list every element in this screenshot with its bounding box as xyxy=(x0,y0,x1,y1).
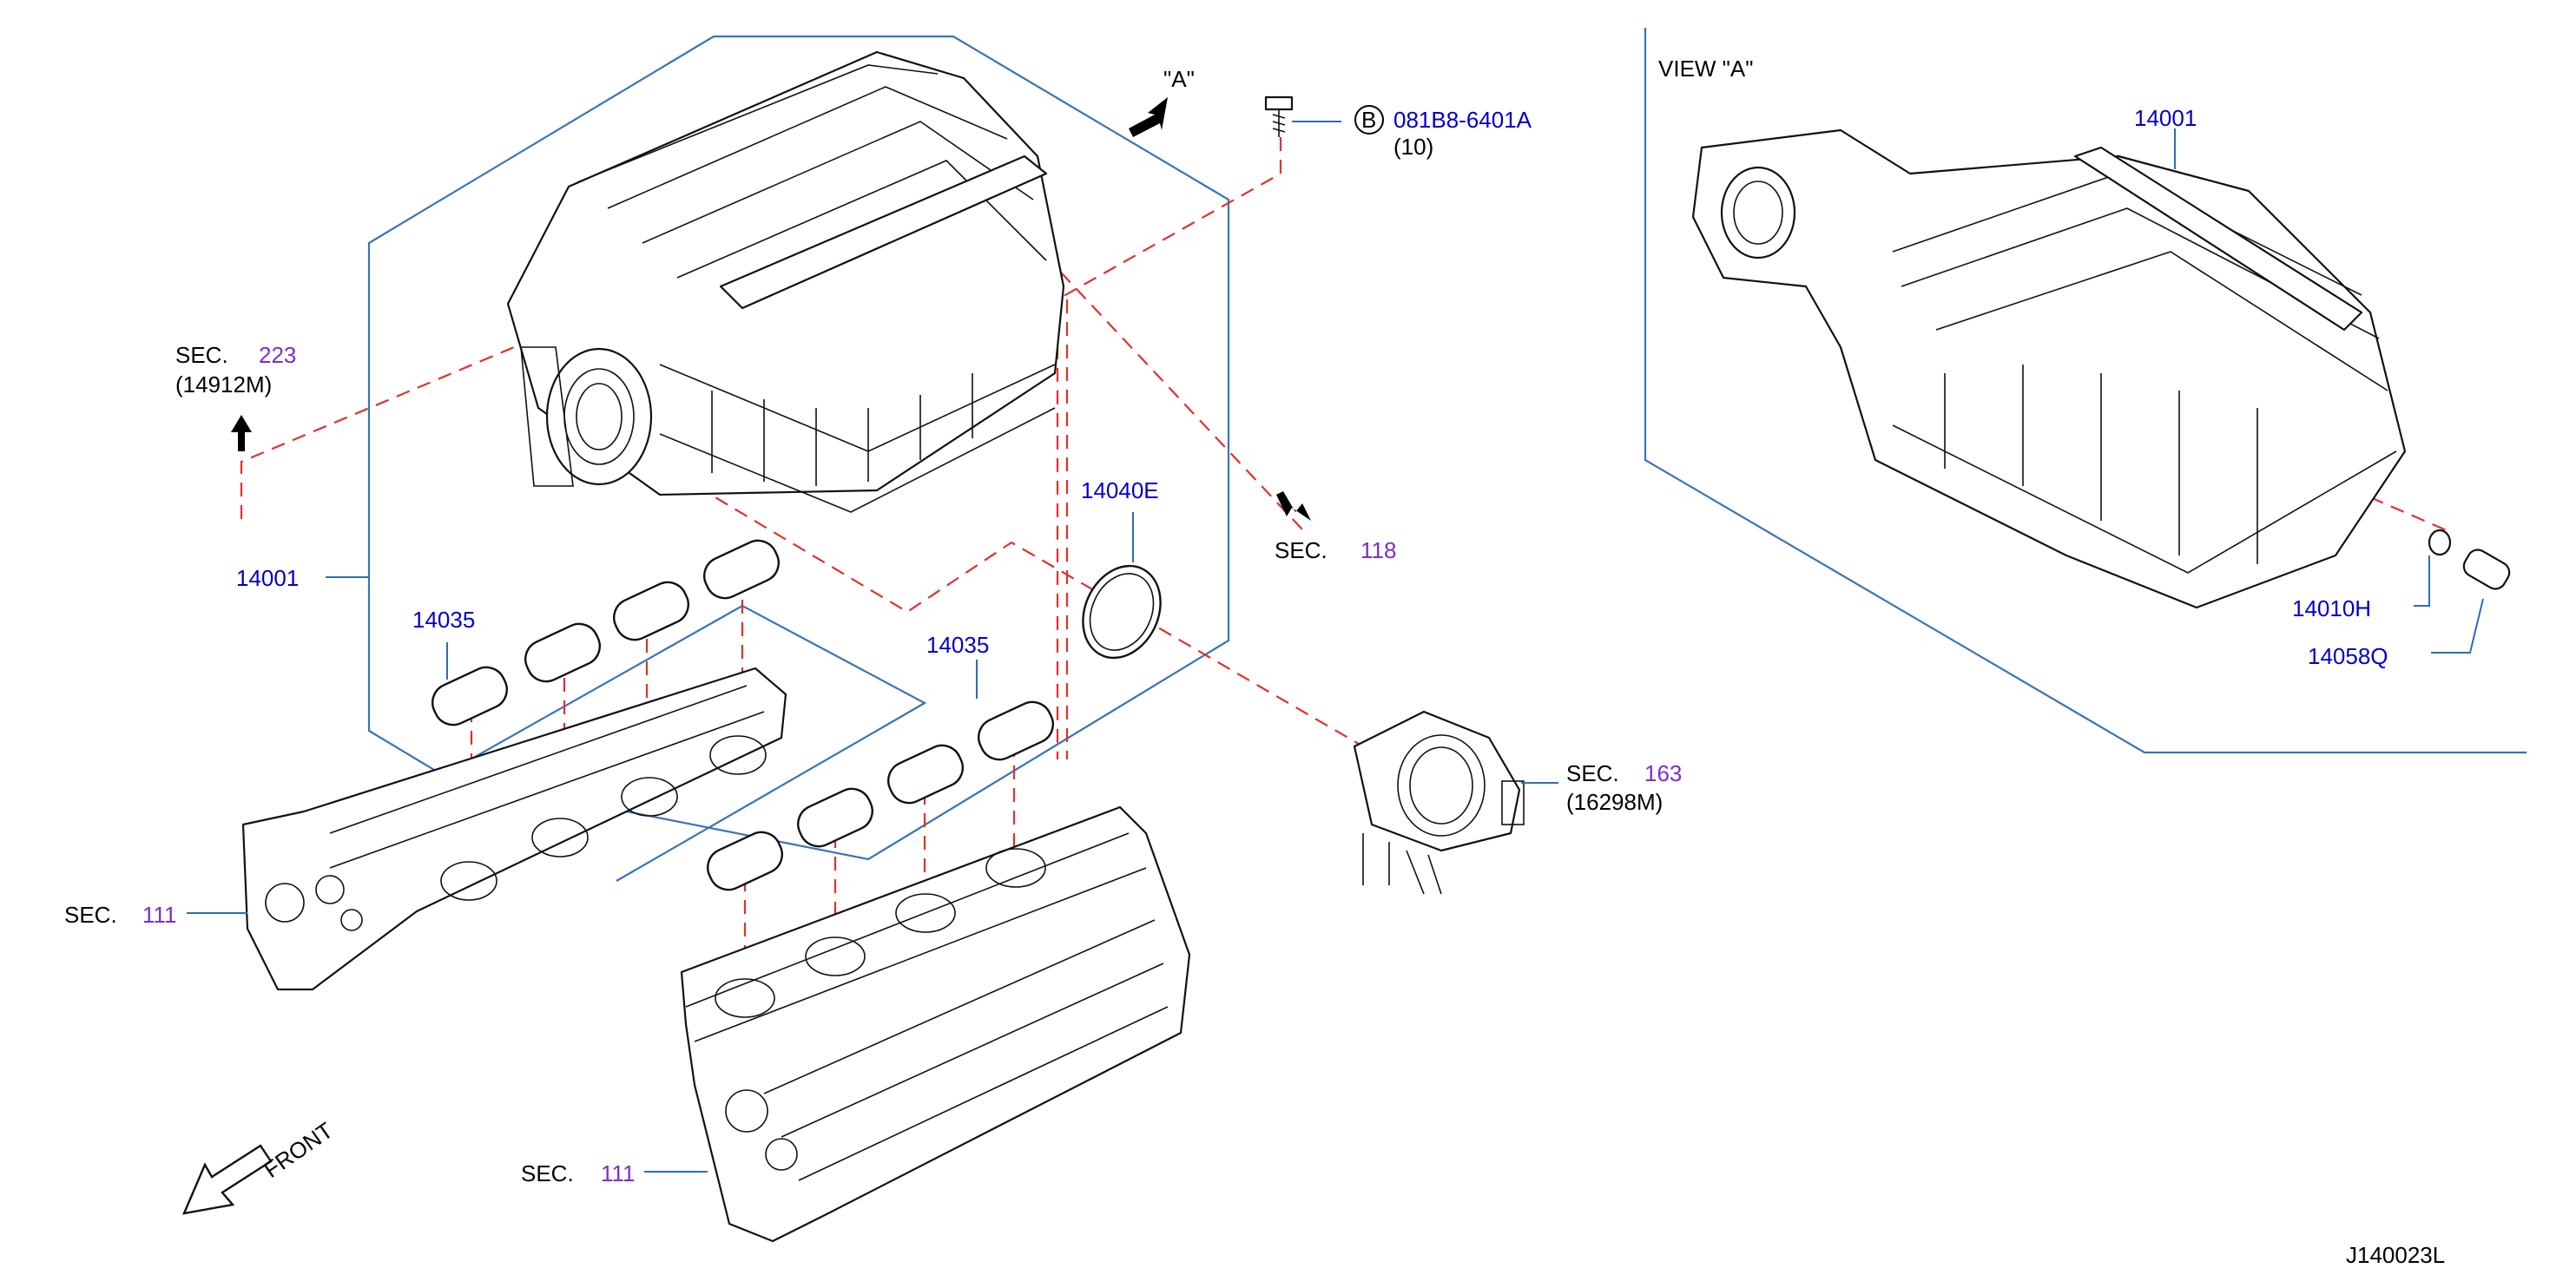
view-a-marker: "A" xyxy=(1163,66,1195,92)
part-14040e[interactable]: 14040E xyxy=(1081,477,1159,503)
gaskets-right xyxy=(707,700,1054,891)
front-label: FRONT xyxy=(259,1117,338,1183)
bolt-part-number[interactable]: 081B8-6401A xyxy=(1393,107,1532,133)
sec-223-prefix: SEC. xyxy=(175,342,228,368)
part-14058q[interactable]: 14058Q xyxy=(2308,643,2388,669)
sec-118-number[interactable]: 118 xyxy=(1360,537,1396,563)
throttle-body xyxy=(1353,710,1525,895)
sec-111-left-prefix: SEC. xyxy=(64,902,117,928)
throttle-body-gasket xyxy=(1082,564,1162,660)
part-14010h[interactable]: 14010H xyxy=(2292,595,2371,621)
clamp-14010h-icon xyxy=(2428,529,2452,556)
sec-111-left-number[interactable]: 111 xyxy=(142,902,177,928)
front-arrow-icon xyxy=(182,1144,273,1215)
sec-163-number[interactable]: 163 xyxy=(1644,760,1682,786)
manifold-group-box xyxy=(367,35,1230,861)
part-14035-right[interactable]: 14035 xyxy=(926,632,989,658)
sec-118-prefix: SEC. xyxy=(1275,537,1328,563)
view-a-label: VIEW "A" xyxy=(1658,56,1753,82)
part-14001-view[interactable]: 14001 xyxy=(2134,105,2197,131)
sec-223-sub: (14912M) xyxy=(175,371,272,398)
bolt-b-circle xyxy=(1354,105,1384,135)
sec-163-sub: (16298M) xyxy=(1566,789,1663,815)
view-a-direction-arrow-icon xyxy=(1129,97,1168,137)
sec-223-up-arrow-icon xyxy=(231,415,252,451)
bolt-icon xyxy=(1264,95,1294,137)
hose-14058q-icon xyxy=(2462,549,2511,590)
part-14001-main[interactable]: 14001 xyxy=(236,565,299,591)
sec-163-prefix: SEC. xyxy=(1566,760,1619,786)
gaskets-left xyxy=(432,539,780,726)
sec-118-arrow-icon xyxy=(1276,491,1311,521)
bolt-circle-letter: B xyxy=(1361,107,1376,133)
bolt-quantity: (10) xyxy=(1393,134,1433,160)
intake-manifold-drawing xyxy=(506,50,1065,513)
cylinder-head-left xyxy=(241,667,787,991)
cylinder-head-right xyxy=(680,805,1191,1243)
left-head-group-box xyxy=(442,604,927,882)
part-14035-left[interactable]: 14035 xyxy=(412,607,475,633)
sec-111-bottom-number[interactable]: 111 xyxy=(601,1160,636,1186)
view-a-box xyxy=(1644,28,2527,754)
sec-111-bottom-prefix: SEC. xyxy=(521,1160,574,1186)
leader-lines xyxy=(187,121,2484,1173)
sec-223-number[interactable]: 223 xyxy=(259,342,296,368)
diagram-id: J140023L xyxy=(2346,1242,2445,1268)
view-a-manifold-drawing xyxy=(1691,128,2407,609)
